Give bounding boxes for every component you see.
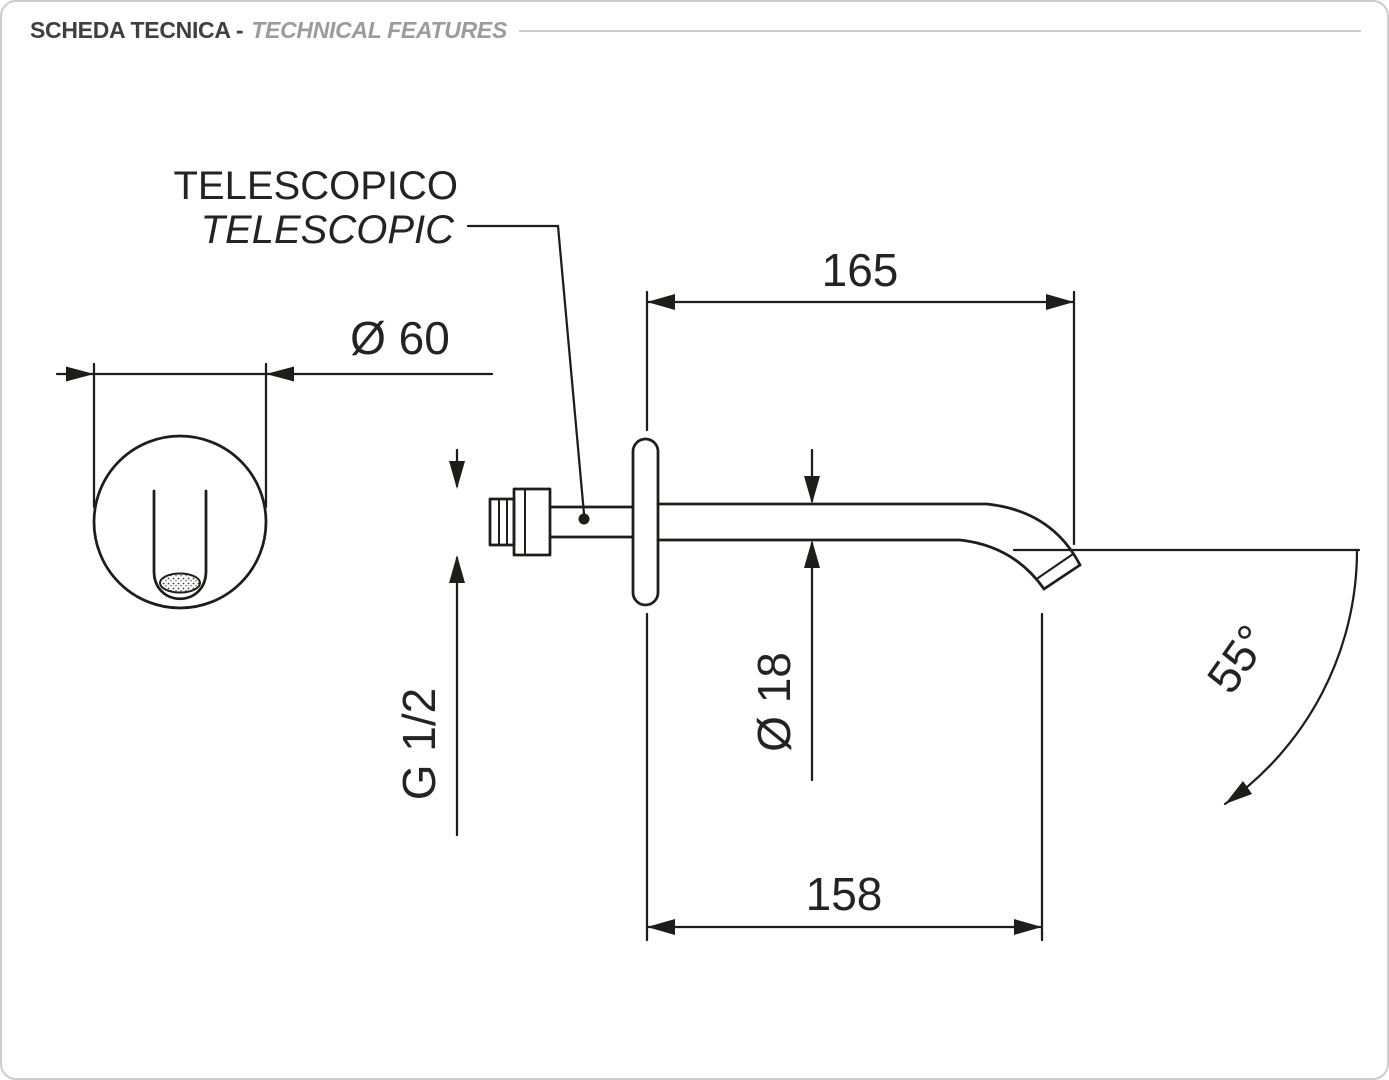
dim-reach-total: 165 <box>645 244 1076 546</box>
telescopic-tube <box>548 505 635 539</box>
telescopic-label-group: TELESCOPICO TELESCOPIC <box>173 164 590 525</box>
escutcheon-circle <box>92 434 268 610</box>
dim-text-inlet-thread: G 1/2 <box>393 688 445 801</box>
dim-inlet-thread: G 1/2 <box>393 448 465 837</box>
label-telescopico: TELESCOPICO <box>173 164 458 208</box>
dim-text-reach-total: 165 <box>822 244 899 296</box>
leader-line <box>466 224 586 516</box>
front-view-escutcheon <box>92 434 268 610</box>
header-divider-line <box>518 29 1361 32</box>
spout-outlet-rim <box>1037 553 1074 579</box>
dim-spout-diameter: Ø 18 <box>748 448 820 782</box>
spout-front-body <box>152 489 208 601</box>
header-subtitle: TECHNICAL FEATURES <box>251 17 507 43</box>
spout-outlet-face <box>1042 563 1082 591</box>
aerator-outlet <box>159 572 201 594</box>
wall-flange <box>631 437 660 607</box>
spout-top-line <box>656 502 1082 567</box>
dim-outlet-angle: 55° <box>1012 548 1361 806</box>
dim-reach-outlet: 158 <box>645 612 1044 942</box>
side-view-spout <box>488 437 1082 607</box>
dim-text-outlet-angle: 55° <box>1197 615 1279 702</box>
label-telescopic: TELESCOPIC <box>201 208 456 252</box>
dim-text-escutcheon-diameter: Ø 60 <box>350 312 450 364</box>
inlet-body <box>512 487 552 557</box>
header-title: SCHEDA TECNICA - <box>30 17 244 43</box>
angle-arc <box>1223 548 1359 806</box>
dim-text-spout-diameter: Ø 18 <box>748 652 800 752</box>
header: SCHEDA TECNICA - TECHNICAL FEATURES <box>30 17 1361 44</box>
inlet-nipple <box>488 497 516 547</box>
dim-escutcheon-diameter: Ø 60 <box>55 312 494 509</box>
leader-dot <box>578 513 590 525</box>
spout-bottom-line <box>656 538 1046 591</box>
dim-text-reach-outlet: 158 <box>806 868 883 920</box>
